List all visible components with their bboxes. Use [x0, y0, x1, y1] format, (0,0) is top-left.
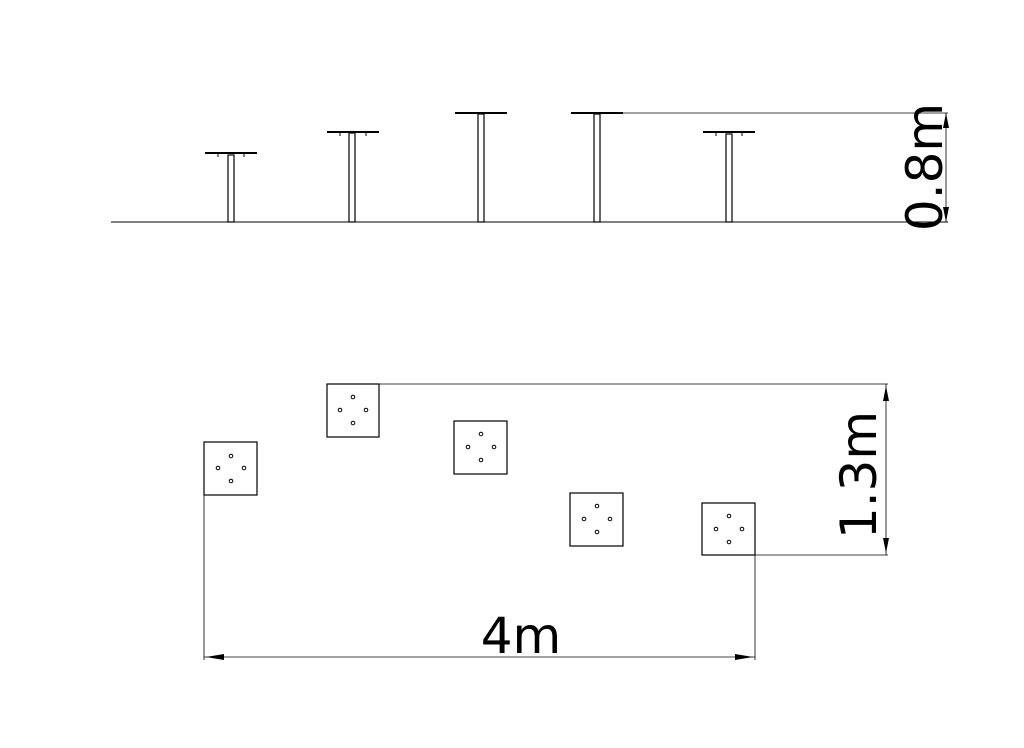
- height-dimension: 0.8m: [623, 103, 954, 231]
- post-4-stem: [593, 113, 601, 223]
- pad-3-bolt: [478, 431, 484, 437]
- height-arrow-bottom-icon: [943, 207, 949, 222]
- width-arrow-left-icon: [206, 654, 224, 660]
- post-5-stem: [725, 133, 733, 223]
- stepping-pad-1: [203, 441, 258, 496]
- pad-4-bolt: [607, 516, 613, 522]
- pad-5-bolt: [726, 539, 732, 545]
- pad-1-bolt: [228, 453, 234, 459]
- stepping-post-2: [327, 131, 379, 223]
- depth-dimension: 1.3m: [830, 384, 889, 555]
- width-dimension: 4m: [204, 607, 755, 665]
- stepping-post-3: [455, 112, 507, 223]
- pad-5-bolt: [713, 526, 719, 532]
- height-dimension-label: 0.8m: [896, 103, 954, 231]
- stepping-post-1: [205, 152, 257, 223]
- pad-3-bolt: [465, 444, 471, 450]
- pad-3-outline: [453, 420, 508, 475]
- pad-2-bolt: [350, 394, 356, 400]
- pad-3-bolt: [478, 457, 484, 463]
- pad-1-bolt: [241, 465, 247, 471]
- plan-view: 1.3m 4m: [203, 383, 889, 665]
- pad-5-outline: [701, 502, 756, 556]
- pad-4-bolt: [594, 529, 600, 535]
- width-arrow-right-icon: [735, 654, 753, 660]
- pad-1-bolt: [228, 478, 234, 484]
- stepping-pad-4: [569, 492, 624, 547]
- pad-4-outline: [569, 492, 624, 547]
- pad-5-bolt: [726, 513, 732, 519]
- post-2-stem: [348, 132, 356, 223]
- depth-arrow-top-icon: [883, 386, 889, 401]
- pad-2-bolt: [350, 420, 356, 426]
- stepping-pad-2: [326, 383, 380, 438]
- stepping-pad-5: [701, 502, 756, 556]
- elevation-view: 0.8m: [111, 103, 954, 231]
- pad-3-bolt: [491, 444, 497, 450]
- pad-2-bolt: [337, 407, 343, 413]
- pad-1-bolt: [215, 465, 221, 471]
- post-1-stem: [227, 154, 235, 223]
- stepping-pad-3: [453, 420, 508, 475]
- depth-arrow-bottom-icon: [883, 538, 889, 553]
- stepping-post-5: [703, 131, 755, 223]
- depth-dimension-label: 1.3m: [830, 411, 888, 539]
- pad-2-outline: [326, 383, 380, 438]
- pad-4-bolt: [594, 503, 600, 509]
- pad-1-outline: [203, 441, 258, 496]
- height-arrow-top-icon: [943, 113, 949, 128]
- pad-5-bolt: [739, 526, 745, 532]
- stepping-post-4: [571, 112, 623, 223]
- pad-2-bolt: [363, 407, 369, 413]
- pad-4-bolt: [581, 516, 587, 522]
- post-3-stem: [477, 113, 485, 223]
- width-dimension-label: 4m: [481, 607, 562, 665]
